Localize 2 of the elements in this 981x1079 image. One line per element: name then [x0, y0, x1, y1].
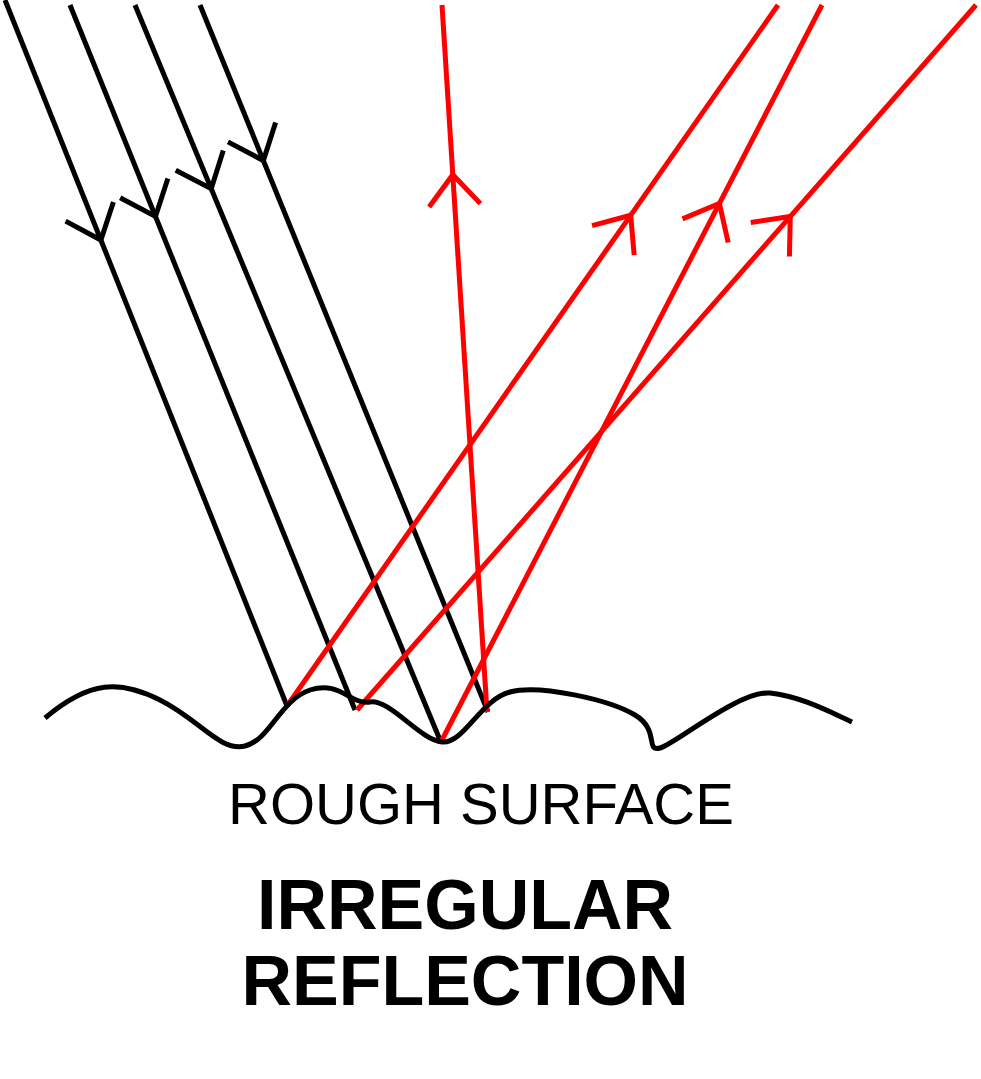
surface-label: ROUGH SURFACE: [228, 772, 734, 836]
diagram-caption: IRREGULAR REFLECTION: [240, 868, 690, 1020]
